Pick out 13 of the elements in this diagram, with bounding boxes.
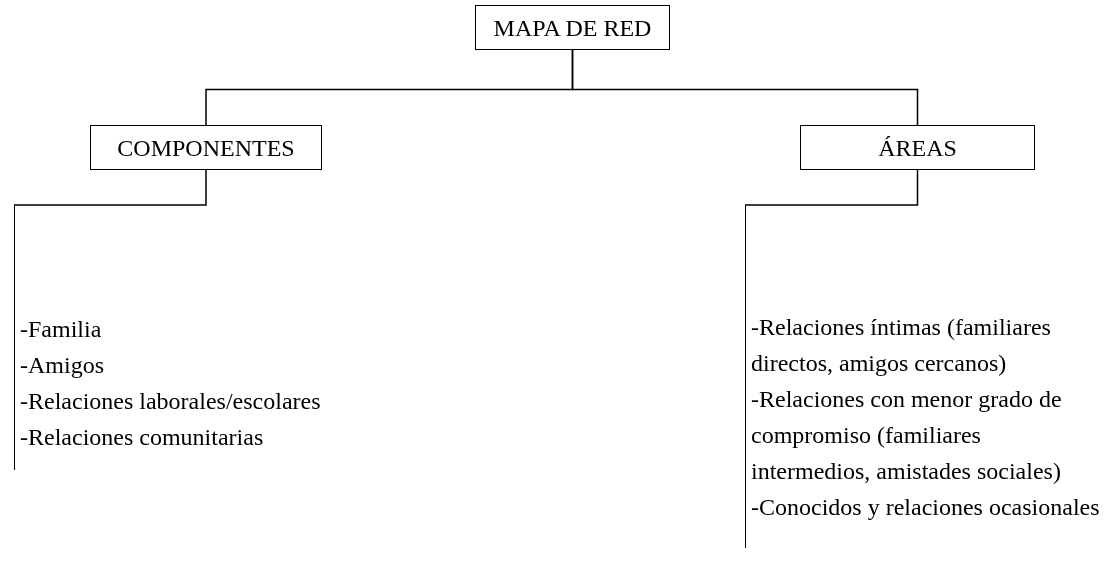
title-box: COMPONENTES — [90, 125, 322, 170]
list-item: -Relaciones íntimas (familiares directos, amigos cercanos) — [751, 313, 1052, 378]
list-item: -Familia — [20, 315, 103, 344]
connector-line — [744, 169, 919, 206]
title-box: ÁREAS — [800, 125, 1035, 170]
connector-line — [13, 169, 207, 206]
list-item: -Relaciones comunitarias — [20, 423, 265, 452]
list-item: -Relaciones con menor grado de compromiso (familiares intermedios, amistades sociales) — [751, 385, 1063, 486]
list-item: -Amigos — [20, 351, 105, 380]
connector-line — [571, 49, 919, 126]
title-box: MAPA DE RED — [475, 5, 670, 50]
list-item: -Relaciones laborales/escolares — [20, 387, 322, 416]
list-item: -Conocidos y relaciones ocasionales — [751, 493, 1101, 522]
